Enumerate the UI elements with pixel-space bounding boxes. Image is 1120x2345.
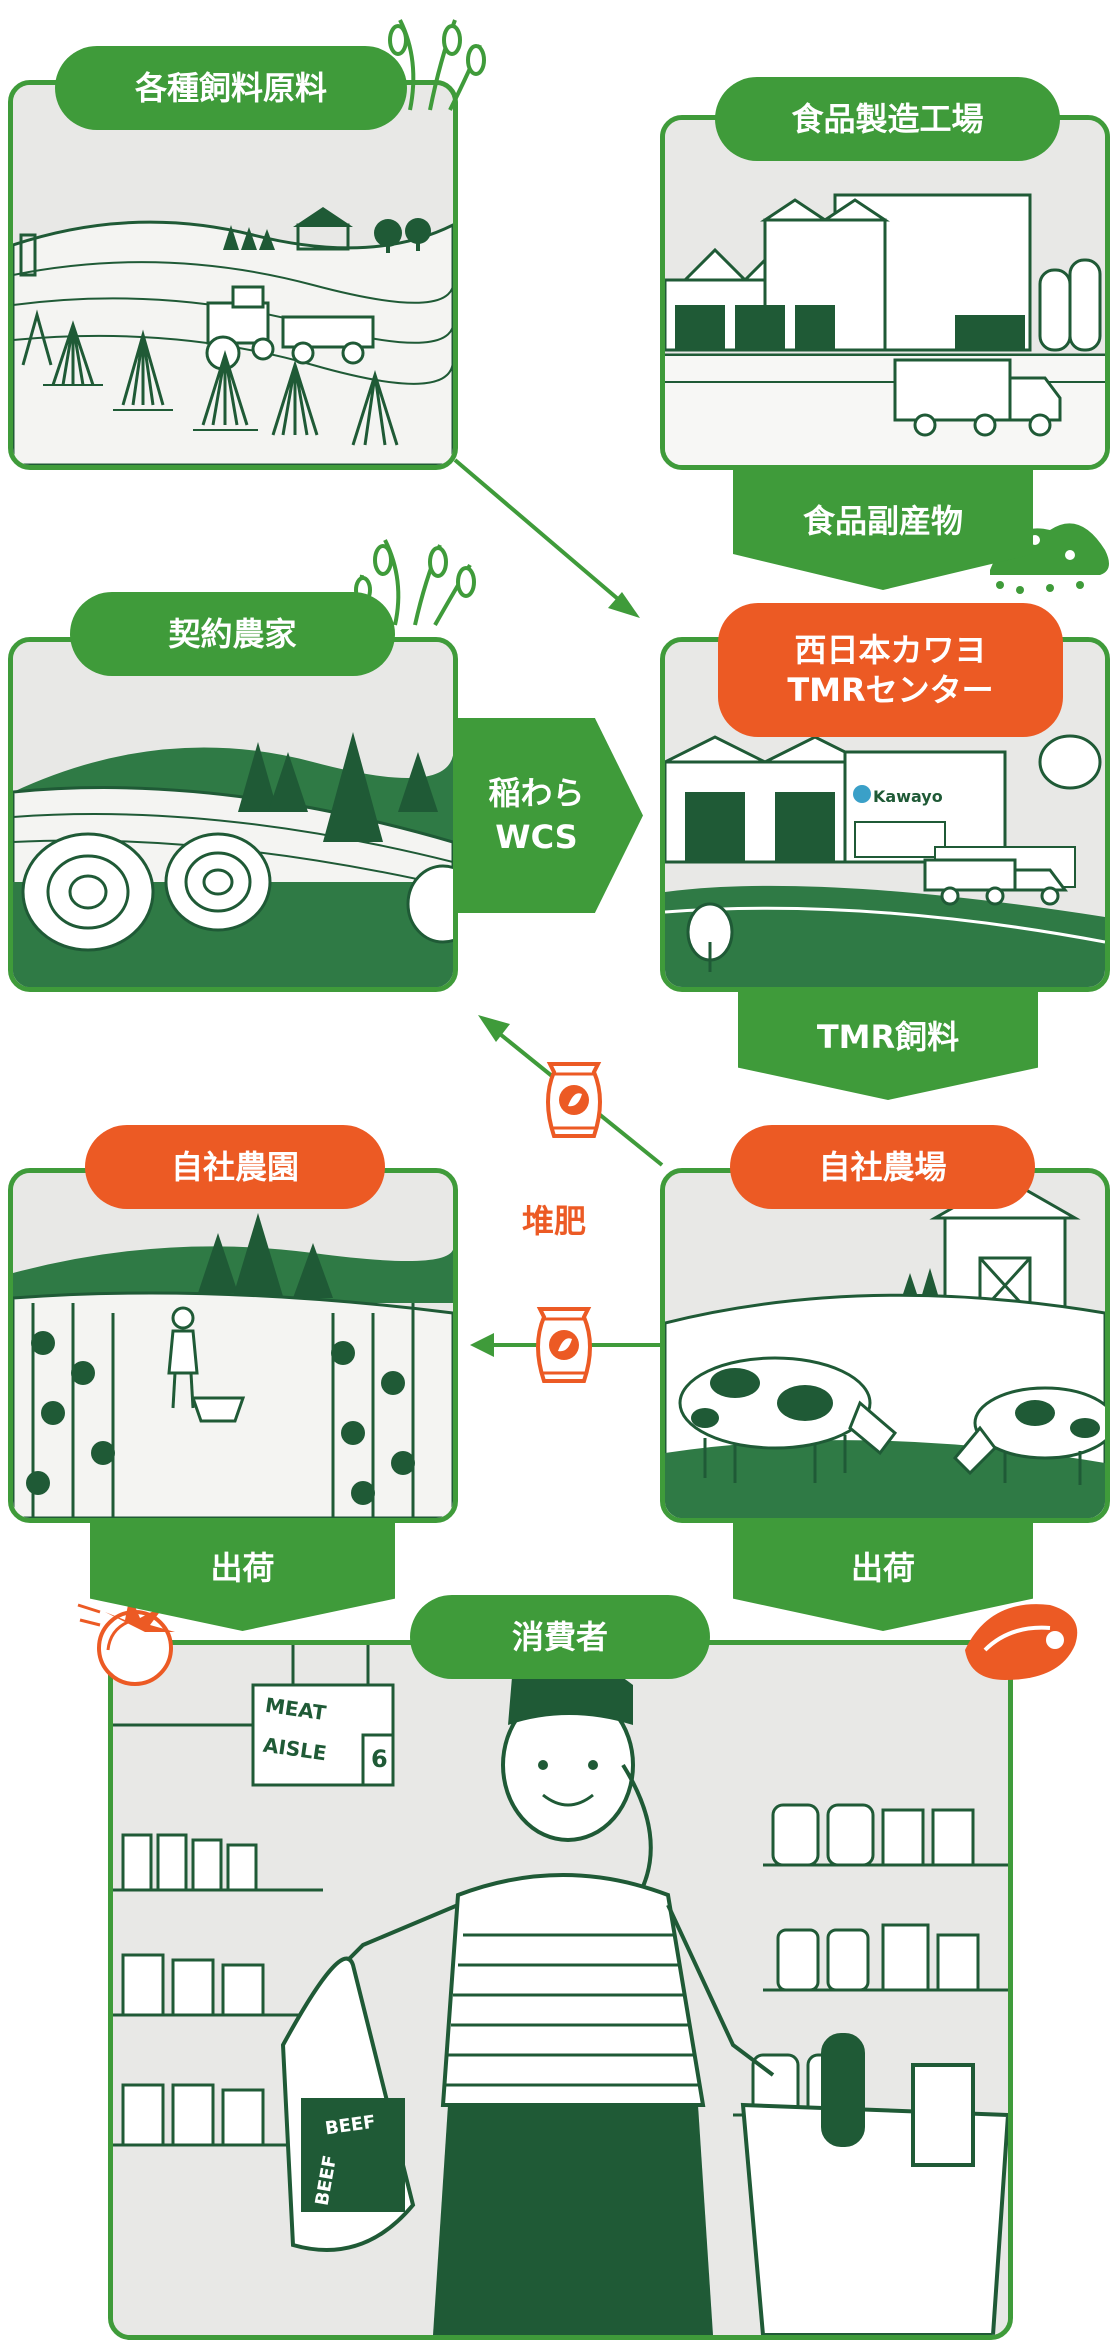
hay-bales-illustration	[13, 642, 453, 987]
straw-wcs-label: 稲わら WCS	[488, 774, 585, 856]
node-feed-materials: 各種飼料原料	[55, 46, 407, 130]
node-own-garden: 自社農園	[85, 1125, 385, 1209]
flow-ship-farm: 出荷	[733, 1523, 1033, 1631]
arrow-farm-to-contract	[478, 1015, 664, 1167]
compost-bag-icon	[546, 1062, 602, 1138]
flow-compost-label: 堆肥	[522, 1202, 587, 1240]
food-byproduct-label: 食品副産物	[802, 502, 963, 540]
arrow-feed-to-tmr	[453, 458, 640, 618]
cattle-farm-illustration	[665, 1173, 1105, 1518]
node-tmr-center: 西日本カワヨ TMRセンター	[718, 603, 1063, 737]
field-tractor-illustration	[13, 85, 453, 465]
compost-bag-icon	[536, 1307, 592, 1383]
consumer-panel: MEAT AISLE 6 BEEF BEEF	[108, 1640, 1013, 2340]
flow-food-byproduct: 食品副産物	[733, 470, 1033, 590]
ship-farm-label: 出荷	[850, 1549, 915, 1587]
node-contract-farmers: 契約農家	[70, 592, 395, 676]
feed-materials-panel	[8, 80, 458, 470]
flow-ship-garden: 出荷	[90, 1523, 395, 1631]
aisle-sign-number: 6	[371, 1745, 388, 1773]
own-farm-panel	[660, 1168, 1110, 1523]
node-food-factory: 食品製造工場	[715, 77, 1060, 161]
tomato-garden-illustration	[13, 1173, 453, 1518]
flow-straw-wcs: 稲わら WCS	[458, 718, 643, 913]
supermarket-illustration	[113, 1645, 1008, 2335]
tmr-feed-label: TMR飼料	[816, 1018, 960, 1056]
node-consumer: 消費者	[410, 1595, 710, 1679]
food-factory-panel	[660, 115, 1110, 470]
contract-farmers-panel	[8, 637, 458, 992]
factory-illustration	[665, 120, 1105, 465]
flow-tmr-feed: TMR飼料	[738, 992, 1038, 1100]
arrow-farm-to-garden	[470, 1333, 660, 1357]
node-own-farm: 自社農場	[730, 1125, 1035, 1209]
kawayo-sign: Kawayo	[873, 787, 943, 806]
ship-garden-label: 出荷	[210, 1549, 275, 1587]
own-garden-panel	[8, 1168, 458, 1523]
